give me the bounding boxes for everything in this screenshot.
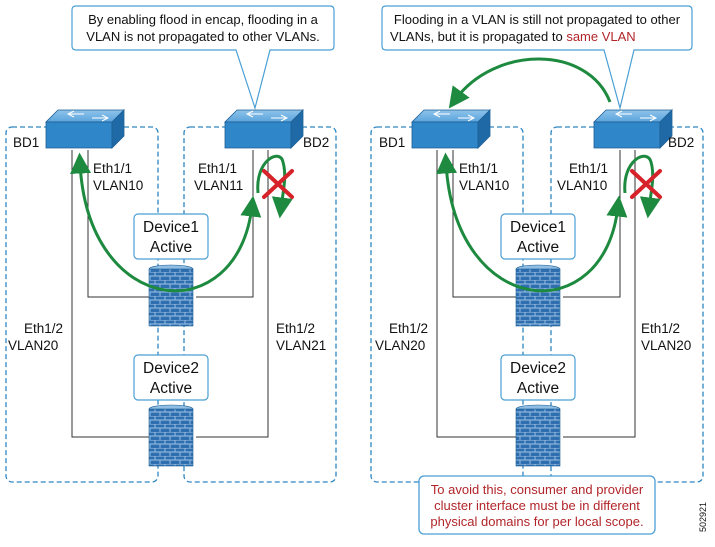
vlan-label: VLAN20 <box>8 338 58 353</box>
device1-name: Device1 <box>510 219 566 236</box>
link-lines <box>71 150 269 438</box>
block-x-icon <box>262 169 294 199</box>
note-text-2: cluster interface must be in different <box>434 498 640 513</box>
callout-text-2: VLANs, but it is propagated to same VLAN <box>390 29 636 44</box>
bd1-label: BD1 <box>13 135 39 150</box>
port-label: Eth1/2 <box>24 321 63 336</box>
figure-id: 502921 <box>698 502 708 532</box>
port-label: Eth1/1 <box>93 161 132 176</box>
note-box <box>418 475 656 535</box>
flood-arrow <box>436 152 628 293</box>
flood-arrow <box>623 154 661 219</box>
callout-text-2: VLAN is not propagated to other VLANs. <box>86 29 319 44</box>
firewall-icon <box>515 404 561 467</box>
vlan-label: VLAN10 <box>459 178 509 193</box>
link-lines <box>436 150 636 438</box>
device1-state: Active <box>517 239 559 256</box>
firewall-icon <box>515 264 561 327</box>
device1-name: Device1 <box>143 219 199 236</box>
flood-arrow <box>256 154 293 219</box>
firewall-icon <box>148 264 194 327</box>
device2-name: Device2 <box>143 360 199 377</box>
device2-state: Active <box>517 380 559 397</box>
device1-state: Active <box>150 239 192 256</box>
device2-box <box>133 354 209 401</box>
switch-icon <box>593 109 673 149</box>
port-label: Eth1/1 <box>198 161 237 176</box>
port-label: Eth1/2 <box>641 321 680 336</box>
flood-arrow <box>70 152 262 293</box>
block-x-icon <box>630 169 662 199</box>
vlan-label: VLAN11 <box>194 178 243 193</box>
port-label: Eth1/1 <box>569 161 608 176</box>
vlan-label: VLAN20 <box>375 338 425 353</box>
device2-name: Device2 <box>510 360 566 377</box>
vlan-label: VLAN21 <box>276 338 326 353</box>
callout-box <box>381 5 693 111</box>
bd2-domain <box>183 126 337 483</box>
port-label: Eth1/2 <box>389 321 428 336</box>
callout-text-1: Flooding in a VLAN is still not propagat… <box>394 12 681 27</box>
port-label: Eth1/2 <box>276 321 315 336</box>
switch-icon <box>224 109 304 149</box>
callout-text-1: By enabling flood in encap, flooding in … <box>88 12 319 27</box>
vlan-label: VLAN10 <box>557 178 607 193</box>
note-text-1: To avoid this, consumer and provider <box>431 482 644 497</box>
flood-arrow <box>448 57 612 109</box>
bd2-label: BD2 <box>668 135 694 150</box>
switch-icon <box>45 109 125 149</box>
bd2-label: BD2 <box>303 135 329 150</box>
vlan-label: VLAN10 <box>93 178 143 193</box>
right-panel: Flooding in a VLAN is still not propagat… <box>370 5 704 535</box>
note-text-3: physical domains for per local scope. <box>430 514 643 529</box>
switch-icon <box>411 109 491 149</box>
vlan-label: VLAN20 <box>641 338 691 353</box>
left-panel: By enabling flood in encap, flooding in … <box>5 5 337 483</box>
callout-box <box>71 5 335 111</box>
firewall-icon <box>148 404 194 467</box>
device2-state: Active <box>150 380 192 397</box>
device2-box <box>500 354 576 401</box>
port-label: Eth1/1 <box>459 161 498 176</box>
bd1-label: BD1 <box>379 135 405 150</box>
